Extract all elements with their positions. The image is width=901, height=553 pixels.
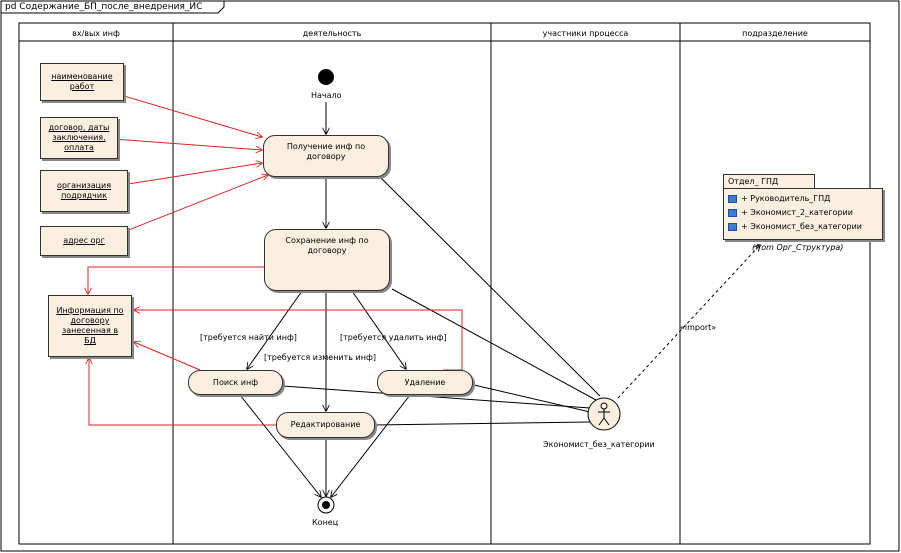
lane-header-department: подразделение (742, 29, 808, 38)
initial-node (318, 69, 334, 85)
activity-edit[interactable]: Редактирование (276, 412, 375, 438)
frame-title: pd Содержание_БП_после_внедрения_ИС (5, 2, 203, 12)
start-label: Начало (311, 91, 342, 100)
activity-receive[interactable]: Получение инф по договору (263, 135, 389, 177)
input-object-work-name[interactable]: наименование работ (40, 63, 124, 101)
end-label: Конец (312, 518, 339, 527)
actor-figure (587, 397, 621, 431)
attribute-icon (728, 222, 737, 231)
activity-delete[interactable]: Удаление (377, 370, 473, 395)
activity-save[interactable]: Сохранение инф по договору (264, 229, 390, 291)
input-object-address[interactable]: адрес орг (40, 226, 128, 256)
class-attribute: + Руководитель_ГПД (728, 194, 830, 203)
guard-change: [требуется изменить инф] (264, 353, 376, 362)
guard-find: [требуется найти инф] (200, 333, 297, 342)
import-label: «import» (680, 323, 717, 332)
attribute-icon (728, 194, 737, 203)
attribute-icon (728, 208, 737, 217)
class-attribute: + Экономист_без_категории (728, 222, 862, 231)
lane-header-io: вх/вых инф (72, 29, 120, 38)
frame-title-tab (1, 1, 225, 14)
input-object-contractor[interactable]: организация подрядчик (40, 170, 128, 212)
class-box[interactable]: + Руководитель_ГПД + Экономист_2_категор… (723, 188, 883, 240)
swimlane-frame (18, 22, 871, 545)
activity-search[interactable]: Поиск инф (188, 370, 283, 395)
input-object-contract[interactable]: договор, даты заключения, оплата (40, 117, 118, 159)
lane-header-participants: участники процесса (542, 29, 629, 38)
actor-label: Экономист_без_категории (543, 440, 655, 449)
class-name-tab[interactable]: Отдел_ ГПД (723, 174, 815, 188)
lane-header-activity: деятельность (302, 29, 362, 38)
class-attribute: + Экономист_2_категории (728, 208, 853, 217)
db-object[interactable]: Информация по договору занесенная в БД (48, 295, 132, 357)
class-footer: (from Орг_Структура) (752, 243, 844, 252)
guard-remove: [требуется удалить инф] (340, 333, 447, 342)
